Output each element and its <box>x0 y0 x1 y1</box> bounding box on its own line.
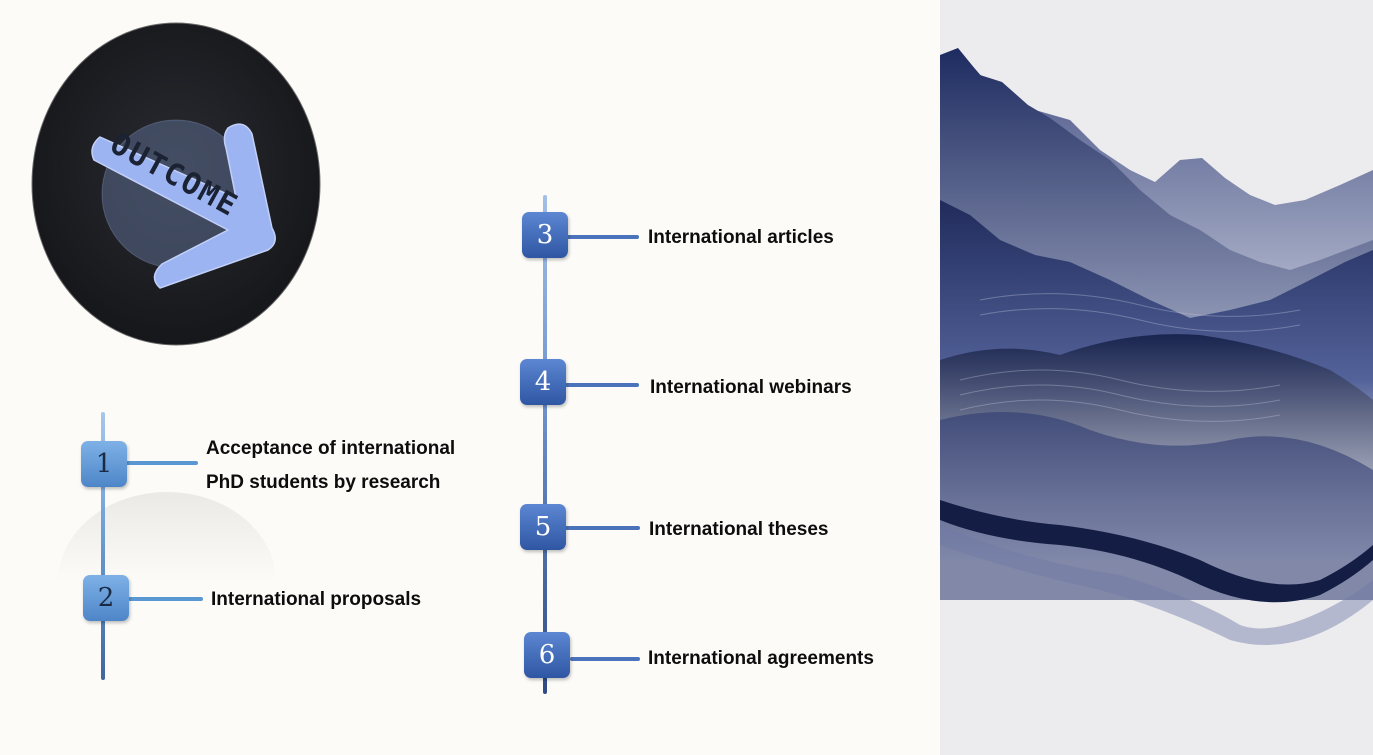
timeline-line-left <box>101 412 105 680</box>
step-6-badge: 6 <box>524 632 570 678</box>
step-2-label: International proposals <box>211 589 422 610</box>
connector-1 <box>126 461 198 465</box>
step-5-label: International theses <box>649 519 829 540</box>
step-3-number: 3 <box>536 220 554 250</box>
step-3-badge: 3 <box>522 212 568 258</box>
step-2-badge: 2 <box>83 575 129 621</box>
connector-3 <box>567 235 639 239</box>
mountain-illustration <box>940 0 1373 755</box>
step-4-number: 4 <box>534 367 552 397</box>
timeline-line-right <box>543 195 547 694</box>
outcome-logo: OUTCOME <box>30 22 322 348</box>
step-1-badge: 1 <box>81 441 127 487</box>
step-1-label: Acceptance of international PhD students… <box>206 438 456 493</box>
connector-5 <box>565 526 640 530</box>
step-2-number: 2 <box>97 583 115 613</box>
connector-4 <box>565 383 639 387</box>
step-3-label: International articles <box>648 227 834 248</box>
connector-2 <box>128 597 203 601</box>
step-4-label: International webinars <box>650 377 852 398</box>
step-1-number: 1 <box>95 449 113 479</box>
step-6-number: 6 <box>538 640 556 670</box>
step-4-badge: 4 <box>520 359 566 405</box>
step-5-number: 5 <box>534 512 552 542</box>
decorative-arc <box>58 492 276 582</box>
step-5-badge: 5 <box>520 504 566 550</box>
connector-6 <box>570 657 640 661</box>
step-6-label: International agreements <box>648 648 874 669</box>
